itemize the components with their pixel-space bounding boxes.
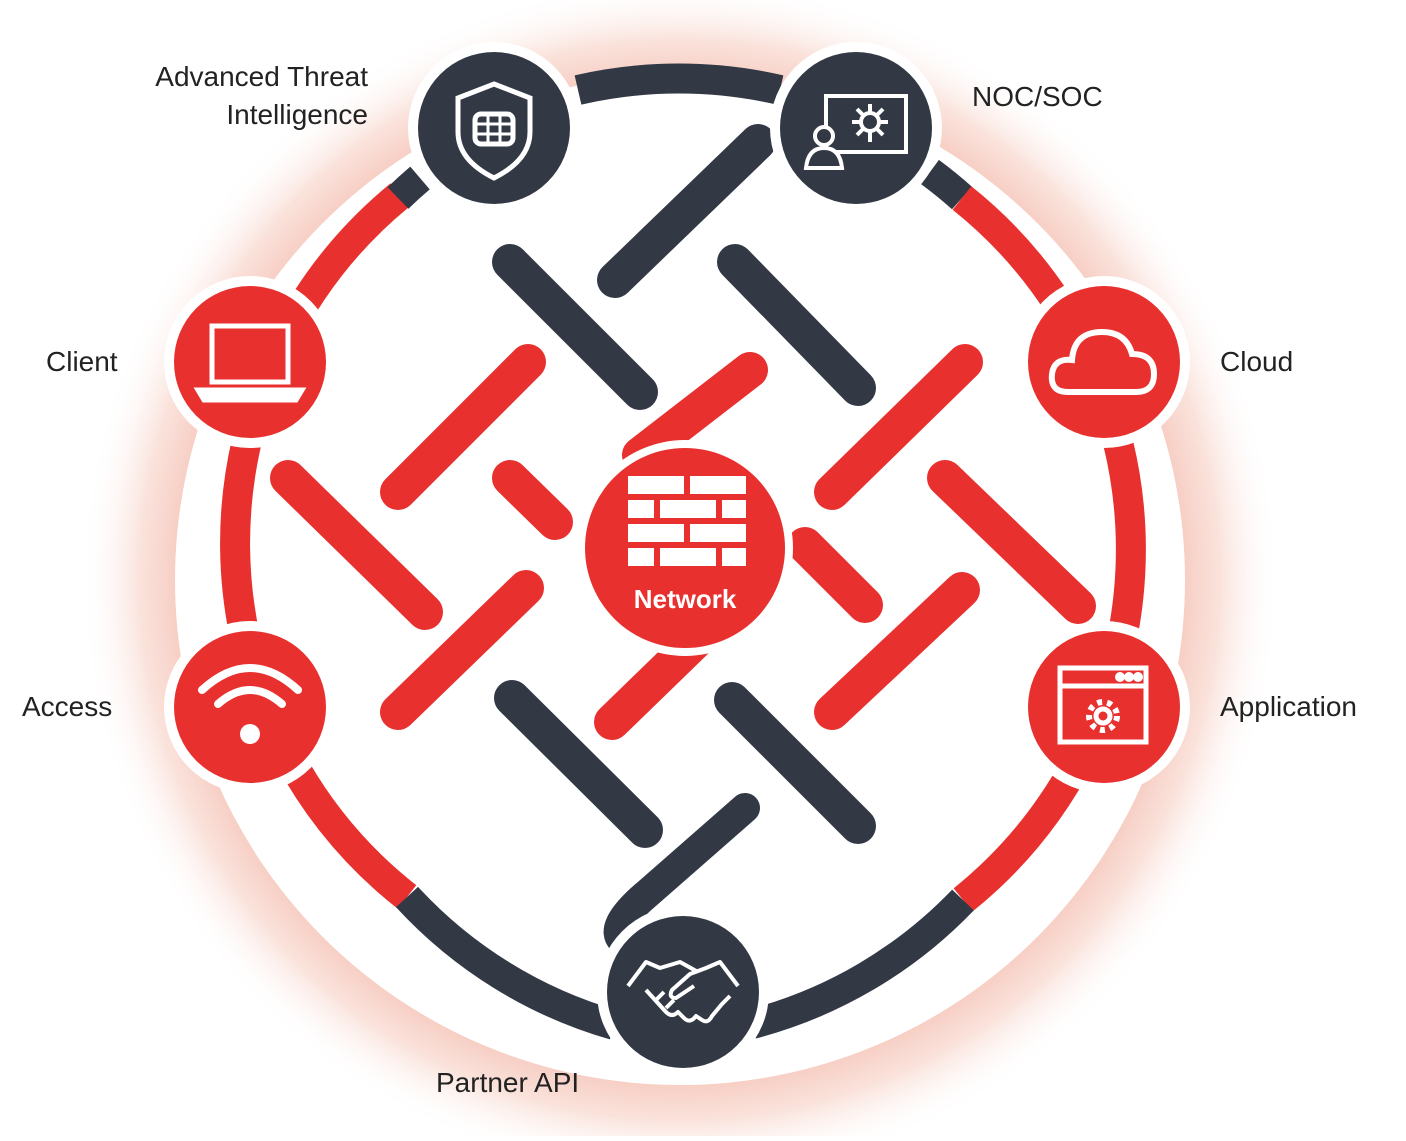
connector-dark: [494, 680, 663, 848]
connector-dark: [492, 244, 658, 410]
connector-red: [814, 344, 983, 510]
center-network-node[interactable]: Network: [577, 440, 793, 656]
node-client[interactable]: [164, 276, 336, 448]
label-advanced-threat-intelligence: Advanced Threat Intelligence: [155, 58, 368, 134]
ring-arc-dark-bottom-left: [395, 886, 619, 1040]
node-circle: [174, 631, 326, 783]
connector-red: [270, 460, 443, 630]
monitor-operator-icon: [803, 94, 908, 170]
node-circle: [418, 52, 570, 204]
label-noc-soc: NOC/SOC: [972, 81, 1103, 112]
ring-arc-red-left: [220, 183, 417, 909]
network-label: Network: [634, 584, 737, 614]
shield-icon: [455, 81, 533, 181]
connector-red: [787, 527, 883, 623]
node-advanced-threat-intelligence[interactable]: [408, 42, 580, 214]
node-circle: [780, 52, 932, 204]
node-access[interactable]: [164, 621, 336, 793]
connector-red: [380, 344, 546, 510]
connector-dark: [714, 682, 876, 844]
ring-arc-dark-bottom-right: [748, 889, 974, 1039]
app-window-gear-icon: [1057, 665, 1149, 745]
connector-red: [380, 570, 544, 730]
node-noc-soc[interactable]: [770, 42, 942, 214]
connector-red: [622, 352, 768, 473]
connector-dark: [597, 124, 776, 298]
outer-ring: [220, 63, 1146, 1040]
label-line: Advanced Threat: [155, 61, 368, 92]
connector-dark: [717, 244, 876, 406]
label-line: Intelligence: [226, 99, 368, 130]
laptop-icon: [193, 323, 307, 403]
ring-arc-dark-left-top: [387, 166, 430, 209]
label-client: Client: [46, 346, 118, 377]
cloud-icon: [1048, 328, 1158, 395]
connector-red: [927, 460, 1096, 624]
label-partner-api: Partner API: [436, 1067, 580, 1098]
ring-arc-dark-top: [574, 63, 784, 105]
ring-arc-dark-right-top: [920, 159, 972, 210]
node-cloud[interactable]: [1018, 276, 1190, 448]
firewall-brick-icon: [628, 476, 746, 566]
woven-connectors: [270, 124, 1096, 848]
label-cloud: Cloud: [1220, 346, 1294, 377]
handshake-icon: [626, 960, 740, 1024]
wifi-icon: [198, 664, 302, 744]
connector-red: [814, 572, 980, 730]
label-access: Access: [22, 691, 113, 722]
node-partner-api[interactable]: [597, 906, 769, 1078]
connector-red: [492, 460, 573, 540]
label-application: Application: [1220, 691, 1357, 722]
node-application[interactable]: [1018, 621, 1190, 793]
node-circle: [1028, 286, 1180, 438]
ring-arc-red-right: [952, 186, 1146, 912]
node-circle: [174, 286, 326, 438]
